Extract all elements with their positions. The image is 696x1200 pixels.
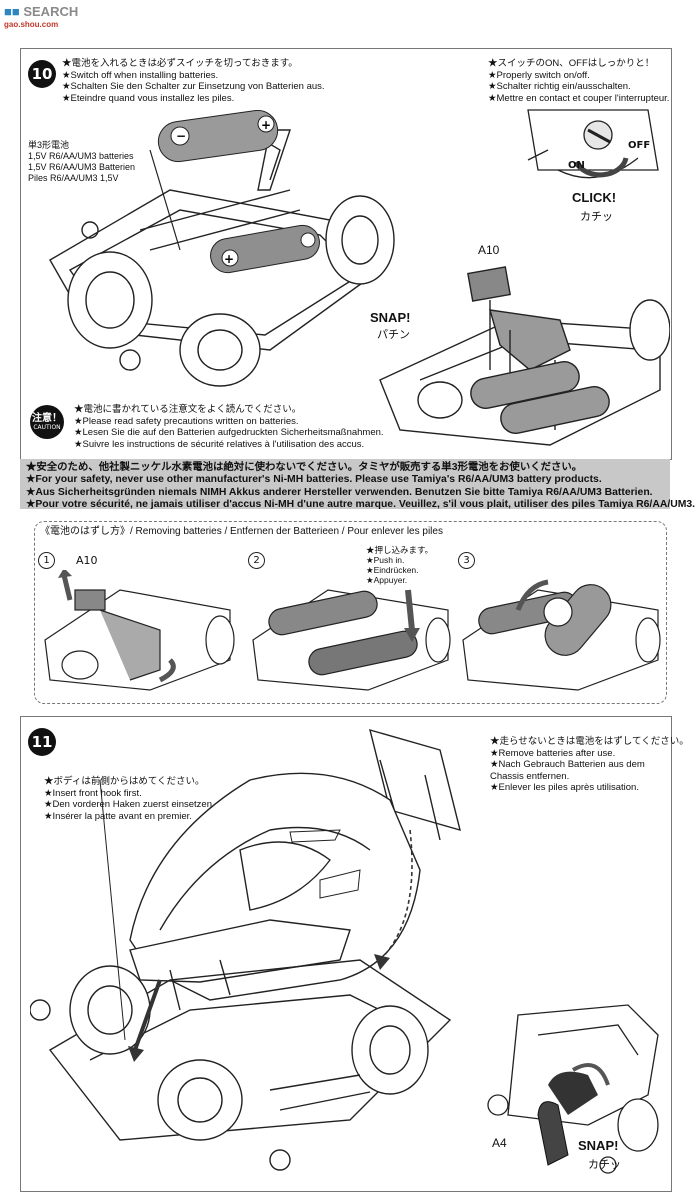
- step11-part-a4-label: A4: [492, 1136, 507, 1150]
- watermark-site: gao.shou.com: [4, 20, 59, 29]
- step10-part-a10-label: A10: [478, 243, 500, 257]
- safety-warning: ★安全のため、他社製ニッケル水素電池は絶対に使わないでください。タミヤが販売する…: [20, 459, 695, 510]
- removal-illustration-2: [252, 589, 451, 691]
- watermark-logo-icon: ■■: [4, 4, 20, 19]
- step11-remove-notes: ★走らせないときは電池をはずしてください。 ★Remove batteries …: [490, 736, 689, 793]
- removal-illustration-3: [462, 579, 661, 691]
- step10-chassis-illustration: − + +: [49, 110, 395, 387]
- click-label-jp: カチッ: [580, 210, 613, 223]
- removal-step-3: 3: [458, 552, 475, 569]
- removal-illustration-1: [44, 570, 235, 691]
- click-label: CLICK!: [572, 190, 617, 205]
- step10-install-notes: ★電池を入れるときは必ずスイッチを切っておきます。 ★Switch off wh…: [62, 58, 325, 104]
- push-notes: ★押し込みます。 ★Push in. ★Eindrücken. ★Appuyer…: [366, 545, 434, 585]
- step11-body-chassis-illustration: [30, 728, 461, 1171]
- step11-badge: 11: [28, 728, 56, 756]
- switch-inset-illustration: [527, 109, 659, 179]
- switch-notes: ★スイッチのON、OFFはしっかりと！ ★Properly switch on/…: [488, 58, 670, 104]
- caution-badge: 注意！ CAUTION: [30, 405, 64, 439]
- removal-box: [34, 521, 667, 704]
- switch-on-label: ON: [568, 160, 585, 171]
- step10-snap-label-jp: パチン: [377, 328, 410, 341]
- caution-notes: ★電池に書かれている注意文をよく読んでください。 ★Please read sa…: [74, 404, 384, 450]
- watermark-brand: ■■ SEARCH: [4, 4, 79, 19]
- step11-snap-label: SNAP!: [578, 1138, 619, 1153]
- removal-title: 《電池のはずし方》/ Removing batteries / Entferne…: [40, 526, 443, 537]
- step10-badge: 10: [28, 60, 56, 88]
- step11-snap-label-jp: カチッ: [588, 1158, 621, 1171]
- svg-text:+: +: [261, 118, 271, 132]
- step11-rear-inset-illustration: [487, 1004, 659, 1174]
- step10-chassis-cover-illustration: [379, 266, 670, 446]
- battery-label: 単3形電池 1,5V R6/AA/UM3 batteries 1,5V R6/A…: [28, 140, 136, 183]
- removal-step-2: 2: [248, 552, 265, 569]
- switch-off-label: OFF: [628, 140, 651, 151]
- svg-text:−: −: [176, 129, 186, 143]
- removal-part-a10-label: A10: [76, 554, 98, 567]
- svg-text:+: +: [224, 252, 234, 266]
- step10-snap-label: SNAP!: [370, 310, 411, 325]
- step11-body-notes: ★ボディは前側からはめてください。 ★Insert front hook fir…: [44, 776, 215, 822]
- removal-step-1: 1: [38, 552, 55, 569]
